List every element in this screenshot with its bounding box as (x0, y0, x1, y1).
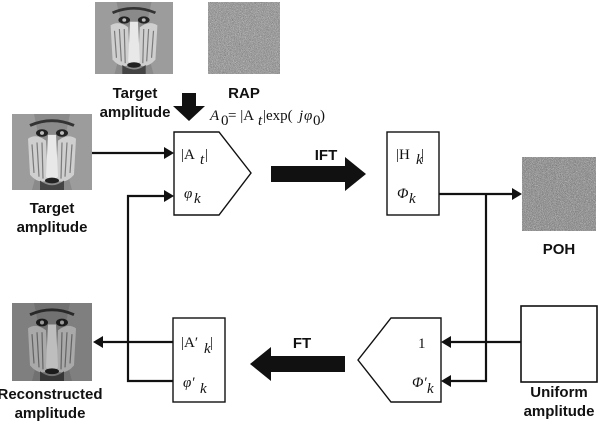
svg-text:|H: |H (396, 147, 410, 163)
ft-arrow-icon (250, 347, 345, 381)
svg-text:k: k (409, 191, 416, 207)
arrowhead-icon (164, 147, 174, 159)
reconstruct-block (172, 317, 226, 403)
reconstructed-amplitude-image (12, 303, 92, 381)
svg-text:k: k (204, 341, 211, 357)
a0-sub-t: t (258, 113, 263, 129)
poh-noise-image (522, 157, 596, 231)
constraint-phase: Φ′ k (412, 375, 434, 397)
down-arrow-icon (173, 93, 205, 121)
svg-text:|A′: |A′ (181, 335, 198, 351)
arrowhead-icon (441, 336, 451, 348)
svg-text:|: | (210, 335, 213, 351)
ift-arrow-icon (271, 157, 366, 191)
arrowhead-icon (512, 188, 522, 200)
amplitude-constraint-block (173, 131, 252, 216)
reconstructed-label-line2: amplitude (15, 405, 86, 422)
target-amplitude-top-image (95, 2, 173, 74)
svg-text:φ: φ (184, 186, 192, 202)
svg-text:t: t (200, 152, 205, 168)
target-amplitude-left-image (12, 114, 92, 190)
a0-symbol: A (209, 108, 220, 124)
block-holo-top: |H k | (396, 147, 424, 168)
svg-text:|: | (421, 147, 424, 163)
block-amp-top: |A A t | (181, 147, 208, 168)
rap-label: RAP (228, 85, 260, 102)
uniform-label-line1: Uniform (530, 384, 588, 401)
svg-text:k: k (416, 152, 423, 168)
rap-noise-image (208, 2, 280, 74)
constraint-one: 1 (418, 336, 426, 352)
a0-phi: φ (304, 108, 312, 124)
poh-label: POH (543, 241, 576, 258)
uniform-label-line2: amplitude (524, 403, 595, 420)
a0-eq-mid: = |A (228, 108, 254, 124)
svg-text:|A: |A (181, 147, 195, 163)
block-recon-bottom: φ′ k (183, 375, 207, 397)
a0-equation: A 0 = |A t |exp( j φ 0 ) (209, 108, 325, 129)
svg-text:k: k (200, 381, 207, 397)
target-amplitude-left-label-line1: Target (30, 200, 75, 217)
target-amplitude-top-label-line1: Target (113, 85, 158, 102)
svg-text:k: k (427, 381, 434, 397)
reconstructed-label-line1: Reconstructed (0, 386, 103, 403)
svg-text:φ′: φ′ (183, 375, 195, 391)
feedback-loop-line (126, 194, 173, 383)
uniform-amplitude-image (520, 305, 598, 383)
arrowhead-icon (93, 336, 103, 348)
block-holo-bottom: Φ k (397, 186, 416, 207)
svg-text:|: | (205, 147, 208, 163)
uniform-constraint-block (357, 317, 442, 403)
target-amplitude-top-label-line2: amplitude (100, 104, 171, 121)
arrowhead-icon (164, 190, 174, 202)
phase-down-line (451, 194, 488, 383)
hologram-block (386, 131, 440, 216)
svg-text:Φ: Φ (397, 186, 409, 202)
block-recon-top: |A′ k | (181, 335, 213, 357)
a0-subscript: 0 (221, 113, 229, 129)
a0-j: j (297, 108, 303, 124)
ift-label: IFT (315, 147, 338, 164)
a0-phi-sub: 0 (313, 113, 321, 129)
svg-text:Φ′: Φ′ (412, 375, 427, 391)
arrowhead-icon (441, 375, 451, 387)
ft-label: FT (293, 335, 311, 352)
svg-text:k: k (194, 191, 201, 207)
a0-exp: |exp( (263, 108, 293, 124)
target-amplitude-left-label-line2: amplitude (17, 219, 88, 236)
a0-close: ) (320, 108, 325, 124)
block-amp-bottom: φ k (184, 186, 201, 207)
